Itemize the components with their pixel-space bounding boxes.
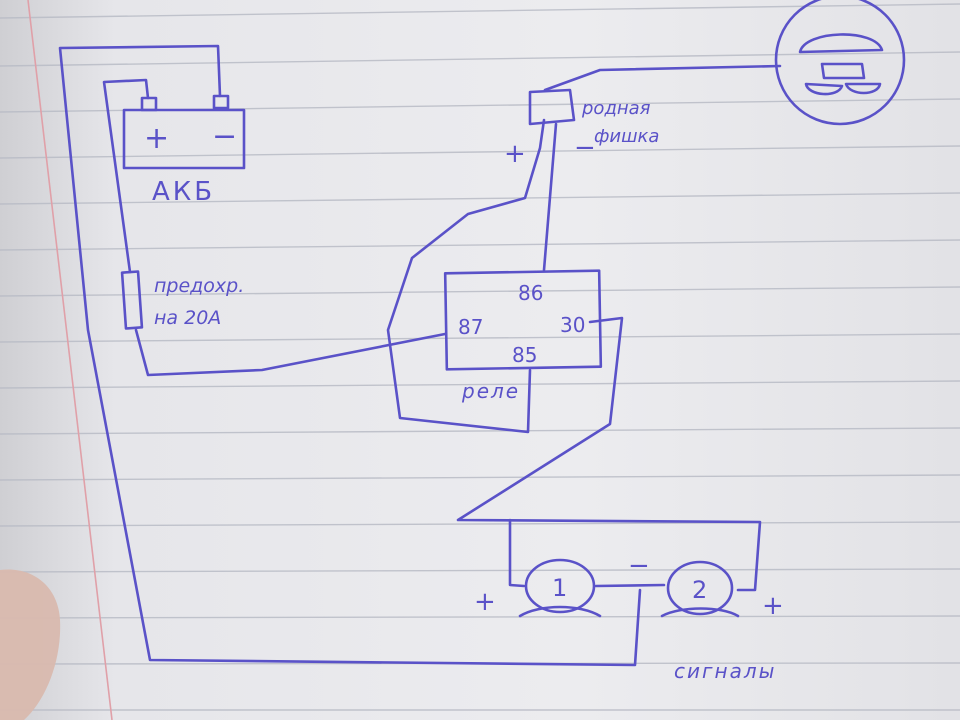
fuse <box>120 270 144 330</box>
relay-pin-87: 87 <box>458 315 483 339</box>
horn-button-top <box>798 33 884 54</box>
ruled-lines <box>0 3 960 711</box>
battery-minus-sign: − <box>212 119 237 154</box>
horns-plus-right: + <box>762 591 784 621</box>
horn-2 <box>666 560 734 616</box>
wire-connector-relay86 <box>542 122 558 272</box>
horns-label: сигналы <box>674 659 776 683</box>
horn-button-mid <box>820 62 866 80</box>
wire-horn1-plus <box>508 518 526 588</box>
relay-pin-85: 85 <box>512 343 537 367</box>
battery-body <box>122 108 246 170</box>
fuse-label-2: на 20А <box>154 307 221 329</box>
horn-button-left <box>804 82 844 96</box>
battery-plus-sign: + <box>144 121 169 156</box>
relay-body <box>443 269 603 371</box>
connector-to-button <box>543 64 782 92</box>
connector-plus: + <box>504 139 526 169</box>
wire-relay30-horns <box>456 316 762 592</box>
horn-button <box>774 0 906 126</box>
horn-1-base <box>518 605 602 618</box>
horn-2-base <box>660 607 740 618</box>
margin-line <box>27 0 113 720</box>
wire-fuse-relay87 <box>134 328 447 377</box>
wire-horns-ground <box>594 583 666 588</box>
fuse-label-1: предохр. <box>154 275 244 297</box>
battery-label: АКБ <box>152 177 215 207</box>
horns-plus-left: + <box>474 587 496 617</box>
battery-terminal-plus <box>140 96 158 112</box>
horn-1-number: 1 <box>552 574 567 602</box>
finger-photo-artifact <box>0 569 61 720</box>
relay-pin-86: 86 <box>518 281 543 305</box>
connector-label-2: фишка <box>594 126 659 147</box>
horn-1 <box>524 558 596 614</box>
battery-terminal-minus <box>212 94 230 110</box>
wire-ground <box>58 44 642 667</box>
connector-minus: − <box>574 133 596 163</box>
horn-button-right <box>844 82 882 95</box>
wire-battery-fuse <box>102 78 150 274</box>
relay-label: реле <box>461 379 520 403</box>
horn-2-number: 2 <box>692 576 707 604</box>
horns-minus: − <box>628 551 650 581</box>
connector-label-1: родная <box>581 98 651 119</box>
wire-relay85-connector <box>386 118 546 434</box>
relay-pin-30: 30 <box>560 313 585 337</box>
connector-body <box>528 88 576 126</box>
